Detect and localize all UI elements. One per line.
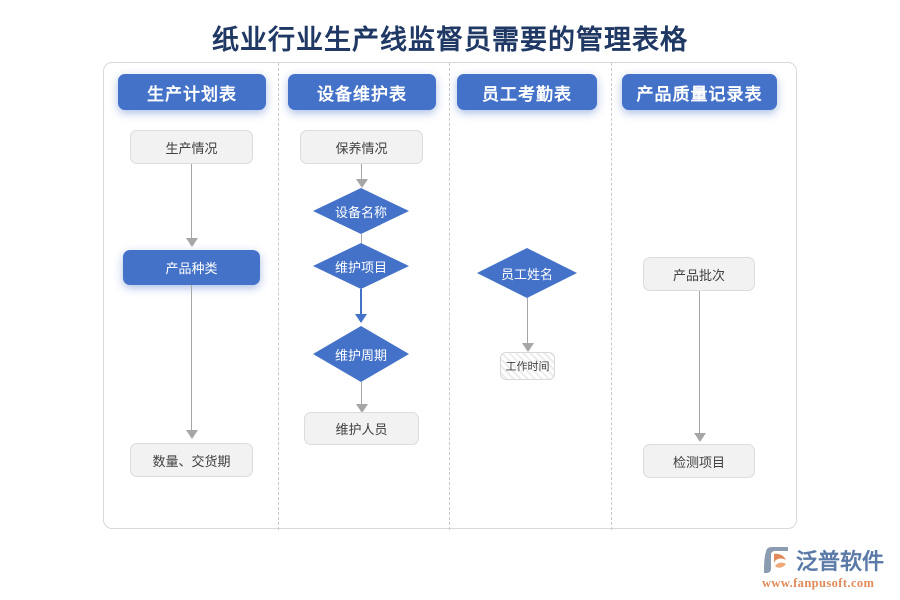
logo-company-name: 泛普软件 [796,549,885,574]
column-divider-1 [278,63,279,530]
node-production-status[interactable]: 生产情况 [130,130,253,164]
connector-c2-1 [361,164,362,182]
connector-c4-1 [699,291,700,436]
column-header-quality-record[interactable]: 产品质量记录表 [622,74,777,110]
arrowhead-c1-1 [186,238,198,247]
node-maintenance-cycle[interactable]: 维护周期 [313,326,409,382]
node-equipment-name[interactable]: 设备名称 [313,188,409,234]
connector-c1-1 [191,164,192,241]
arrowhead-c2-3 [355,314,367,323]
brand-logo: 泛普软件 www.fanpusoft.com [762,545,894,593]
node-quantity-delivery[interactable]: 数量、交货期 [130,443,253,477]
column-divider-2 [449,63,450,530]
column-divider-3 [611,63,612,530]
fanpu-logo-icon [764,547,788,573]
connector-c1-2 [191,285,192,433]
arrowhead-c3-1 [522,343,534,352]
node-product-type[interactable]: 产品种类 [123,250,260,285]
connector-c2-2 [361,234,362,243]
node-work-hours[interactable]: 工作时间 [500,352,555,380]
column-header-attendance[interactable]: 员工考勤表 [457,74,597,110]
connector-c2-3 [360,289,362,318]
logo-website-url: www.fanpusoft.com [762,576,875,590]
arrowhead-c1-2 [186,430,198,439]
column-header-production-plan[interactable]: 生产计划表 [118,74,266,110]
page-title: 纸业行业生产线监督员需要的管理表格 [212,25,688,55]
node-inspection-item[interactable]: 检测项目 [643,444,755,478]
node-maintenance-item[interactable]: 维护项目 [313,243,409,289]
node-employee-name[interactable]: 员工姓名 [477,248,577,298]
node-maintenance-status[interactable]: 保养情况 [300,130,423,164]
arrowhead-c4-1 [694,433,706,442]
arrowhead-c2-1 [356,179,368,188]
column-header-equipment-maintenance[interactable]: 设备维护表 [288,74,436,110]
connector-c3-1 [527,298,528,346]
connector-c2-4 [361,382,362,408]
arrowhead-c2-4 [356,404,368,413]
node-maintenance-personnel[interactable]: 维护人员 [304,412,419,445]
node-product-batch[interactable]: 产品批次 [643,257,755,291]
